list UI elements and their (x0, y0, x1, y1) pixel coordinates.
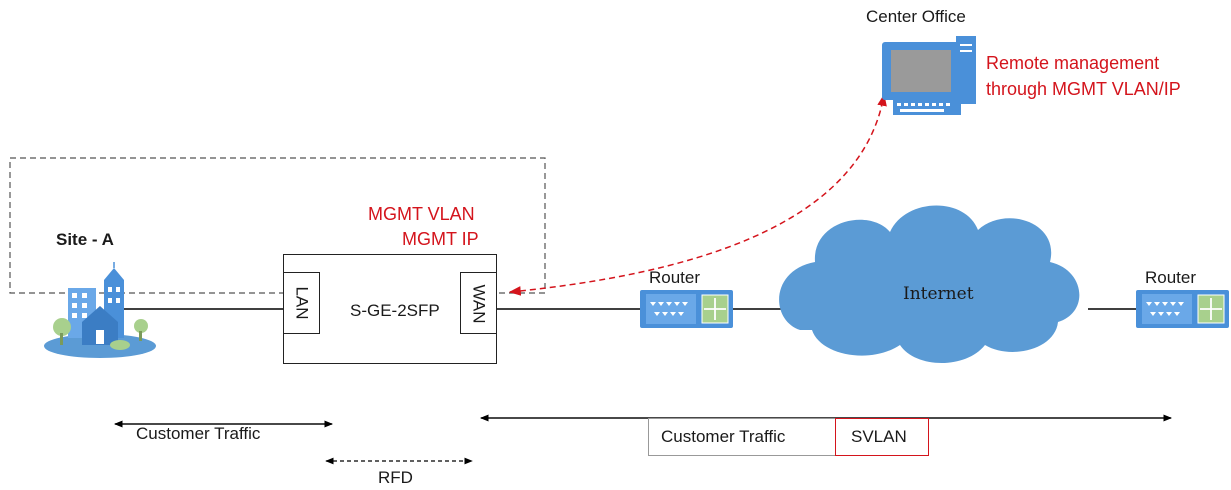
mgmt-ip-label: MGMT IP (402, 229, 479, 249)
rfd-label: RFD (378, 468, 413, 487)
site-buildings-icon (44, 262, 156, 358)
router-left-icon (640, 290, 733, 328)
site-label: Site - A (56, 230, 114, 249)
router-right-label: Router (1145, 268, 1197, 287)
management-path-arrow (508, 93, 887, 296)
customer-traffic-left-label: Customer Traffic (136, 424, 261, 443)
customer-traffic-right-label: Customer Traffic (661, 427, 786, 446)
remote-management-note-line1: Remote management (986, 53, 1160, 73)
svlan-label: SVLAN (851, 427, 907, 446)
lan-port-label: LAN (292, 286, 312, 320)
lan-port (283, 272, 320, 334)
device-name: S-GE-2SFP (350, 301, 440, 320)
internet-label: Internet (903, 284, 974, 304)
wan-port-label: WAN (469, 284, 489, 324)
wan-port (460, 272, 497, 334)
customer-traffic-right-box (648, 418, 836, 456)
computer-icon (882, 36, 976, 115)
remote-management-note-line2: through MGMT VLAN/IP (986, 79, 1181, 99)
internet-cloud-icon (779, 205, 1080, 364)
center-office-title: Center Office (866, 7, 966, 26)
svlan-box (835, 418, 929, 456)
router-right-icon (1136, 290, 1229, 328)
mgmt-vlan-label: MGMT VLAN (368, 204, 475, 224)
router-left-label: Router (649, 268, 701, 287)
